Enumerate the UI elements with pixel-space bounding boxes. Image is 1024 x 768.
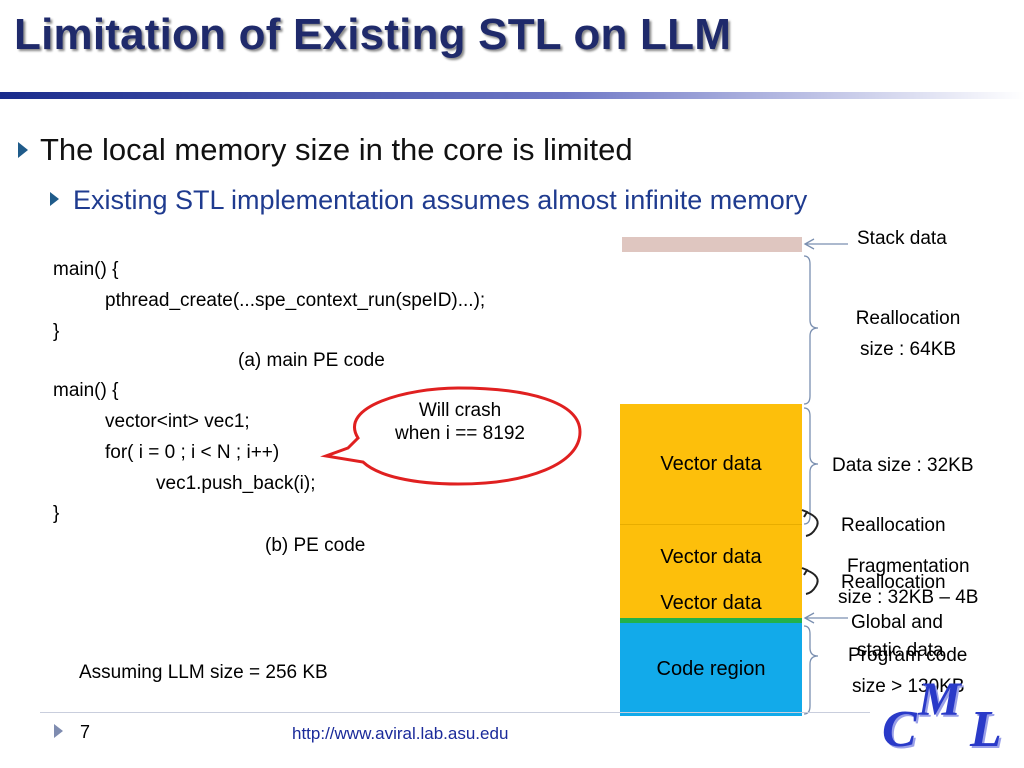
code-region-block: Code region bbox=[620, 623, 802, 716]
stack-data-label: Stack data bbox=[857, 228, 947, 249]
page-number: 7 bbox=[80, 722, 91, 742]
logo-letter-m: M bbox=[918, 673, 961, 726]
data-size-label: Data size : 32KB bbox=[832, 455, 974, 476]
logo-letter-l: L bbox=[970, 701, 1002, 758]
program-code-label-line-2: size > 130KB bbox=[852, 676, 965, 697]
logo-letter-c: C bbox=[882, 701, 917, 758]
program-code-label-line-1: Program code bbox=[848, 645, 968, 666]
code-b-caption: (b) PE code bbox=[265, 535, 366, 556]
code-a-line-3: } bbox=[53, 321, 60, 342]
reallocation-size-line-1: Reallocation bbox=[855, 308, 961, 329]
callout-text: Will crash when i == 8192 bbox=[360, 399, 560, 445]
reallocation-size-label: Reallocation size : 64KB bbox=[828, 303, 988, 365]
code-b-line-4: vec1.push_back(i); bbox=[156, 473, 316, 494]
callout-bubble bbox=[320, 386, 582, 486]
reallocation-label-2: Reallocation bbox=[841, 572, 946, 593]
vector-data-block-1: Vector data bbox=[620, 404, 802, 524]
footer-url-link[interactable]: http://www.aviral.lab.asu.edu bbox=[292, 724, 509, 743]
slide-title: Limitation of Existing STL on LLM bbox=[14, 10, 732, 59]
bullet-level1: The local memory size in the core is lim… bbox=[40, 132, 633, 167]
code-b-line-1: main() { bbox=[53, 380, 119, 401]
reallocation-label-1: Reallocation bbox=[841, 515, 946, 536]
title-divider bbox=[0, 92, 1024, 99]
footer-arrow-icon bbox=[54, 724, 63, 738]
global-static-block bbox=[620, 618, 802, 623]
footer-divider bbox=[40, 712, 870, 713]
fragmentation-label-line-1: Fragmentation bbox=[847, 556, 970, 577]
global-static-label-line-2: static data bbox=[857, 640, 944, 661]
reallocation-size-line-2: size : 64KB bbox=[859, 339, 957, 360]
memory-brackets bbox=[801, 238, 848, 715]
vector-data-block-3: Vector data bbox=[620, 588, 802, 618]
bullet-arrow-icon bbox=[18, 142, 28, 158]
code-b-line-5: } bbox=[53, 503, 60, 524]
fragmentation-label-line-2: size : 32KB – 4B bbox=[838, 587, 979, 608]
llm-size-assumption: Assuming LLM size = 256 KB bbox=[79, 662, 328, 683]
bullet-level2: Existing STL implementation assumes almo… bbox=[73, 185, 808, 215]
vector-data-block-2: Vector data bbox=[620, 524, 802, 589]
code-b-line-2: vector<int> vec1; bbox=[105, 411, 250, 432]
callout-line-2: when i == 8192 bbox=[395, 423, 525, 444]
code-a-line-1: main() { bbox=[53, 259, 119, 280]
callout-line-1: Will crash bbox=[418, 400, 502, 421]
code-a-caption: (a) main PE code bbox=[238, 350, 385, 371]
code-a-line-2: pthread_create(...spe_context_run(speID)… bbox=[105, 290, 486, 311]
code-b-line-3: for( i = 0 ; i < N ; i++) bbox=[105, 442, 280, 463]
sub-bullet-arrow-icon bbox=[50, 192, 59, 206]
global-static-label-line-1: Global and bbox=[851, 612, 943, 633]
stack-data-block bbox=[622, 237, 802, 252]
